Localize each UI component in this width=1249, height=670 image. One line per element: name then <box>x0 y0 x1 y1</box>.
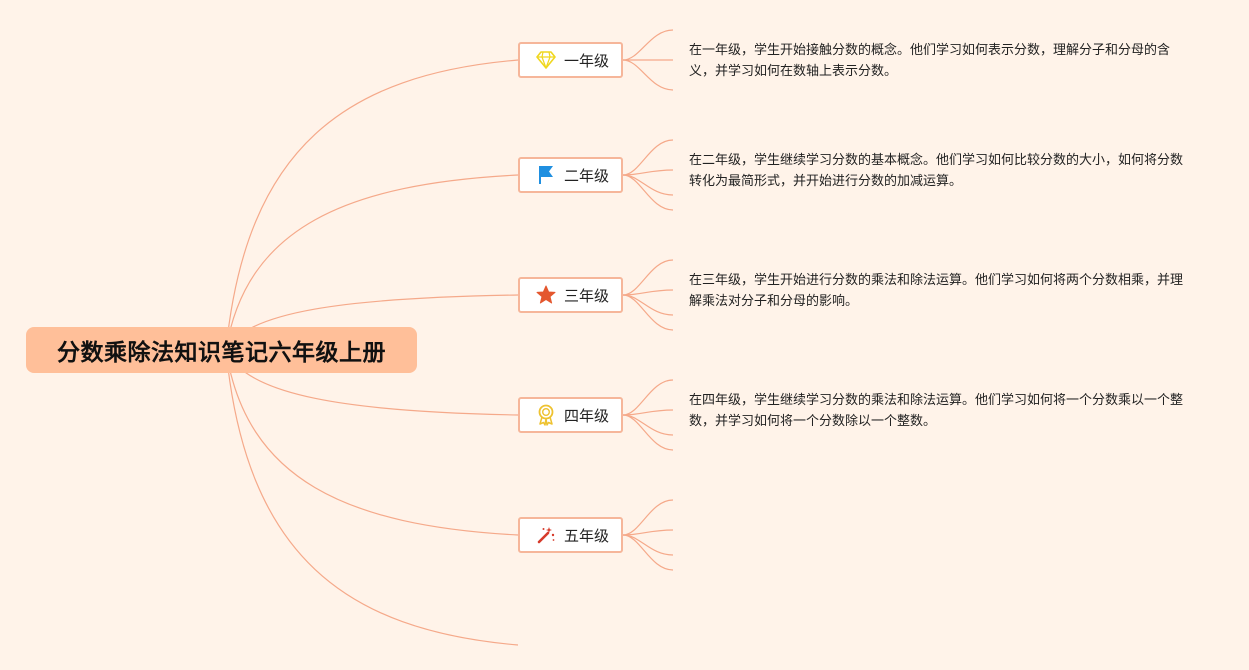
branch-sub-link <box>622 534 674 571</box>
branch-label: 三年级 <box>564 286 610 305</box>
branch-grade-2[interactable]: 二年级 <box>518 157 623 193</box>
branch-label: 五年级 <box>564 526 610 545</box>
branch-sub-link <box>622 174 674 196</box>
note-grade-1: 在一年级，学生开始接触分数的概念。他们学习如何表示分数，理解分子和分母的含义，并… <box>689 43 1171 79</box>
star-icon <box>535 284 557 306</box>
root-branch-link <box>225 174 519 351</box>
medal-icon <box>535 404 557 426</box>
branch-grade-4[interactable]: 四年级 <box>518 397 623 433</box>
branch-sub-link <box>622 534 674 556</box>
branch-sub-link <box>622 29 674 61</box>
branch-sub-link <box>622 414 674 436</box>
branch-grade-3[interactable]: 三年级 <box>518 277 623 313</box>
branch-sub-link <box>622 139 674 176</box>
branch-sub-link <box>622 259 674 296</box>
branch-sub-link <box>622 379 674 416</box>
note-grade-2: 在二年级，学生继续学习分数的基本概念。他们学习如何比较分数的大小，如何将分数转化… <box>689 153 1184 189</box>
branch-label: 一年级 <box>564 51 610 70</box>
root-topic[interactable]: 分数乘除法知识笔记六年级上册 <box>26 327 417 373</box>
branch-label: 二年级 <box>564 166 610 185</box>
branch-sub-link <box>622 294 674 316</box>
root-branch-link <box>225 349 519 646</box>
branch-label: 四年级 <box>564 406 610 425</box>
branch-grade-5[interactable]: 五年级 <box>518 517 623 553</box>
magic-wand-icon <box>535 524 557 546</box>
diamond-icon <box>535 49 557 71</box>
note-grade-4: 在四年级，学生继续学习分数的乘法和除法运算。他们学习如何将一个分数乘以一个整数，… <box>689 393 1184 429</box>
branch-sub-link <box>622 414 674 451</box>
root-branch-link <box>225 59 519 351</box>
flag-icon <box>535 164 557 186</box>
branch-grade-1[interactable]: 一年级 <box>518 42 623 78</box>
root-branch-link <box>225 349 519 536</box>
branch-sub-link <box>622 499 674 536</box>
branch-sub-link <box>622 59 674 91</box>
note-grade-3: 在三年级，学生开始进行分数的乘法和除法运算。他们学习如何将两个分数相乘，并理解乘… <box>689 273 1184 309</box>
branch-sub-link <box>622 174 674 211</box>
branch-sub-link <box>622 294 674 331</box>
